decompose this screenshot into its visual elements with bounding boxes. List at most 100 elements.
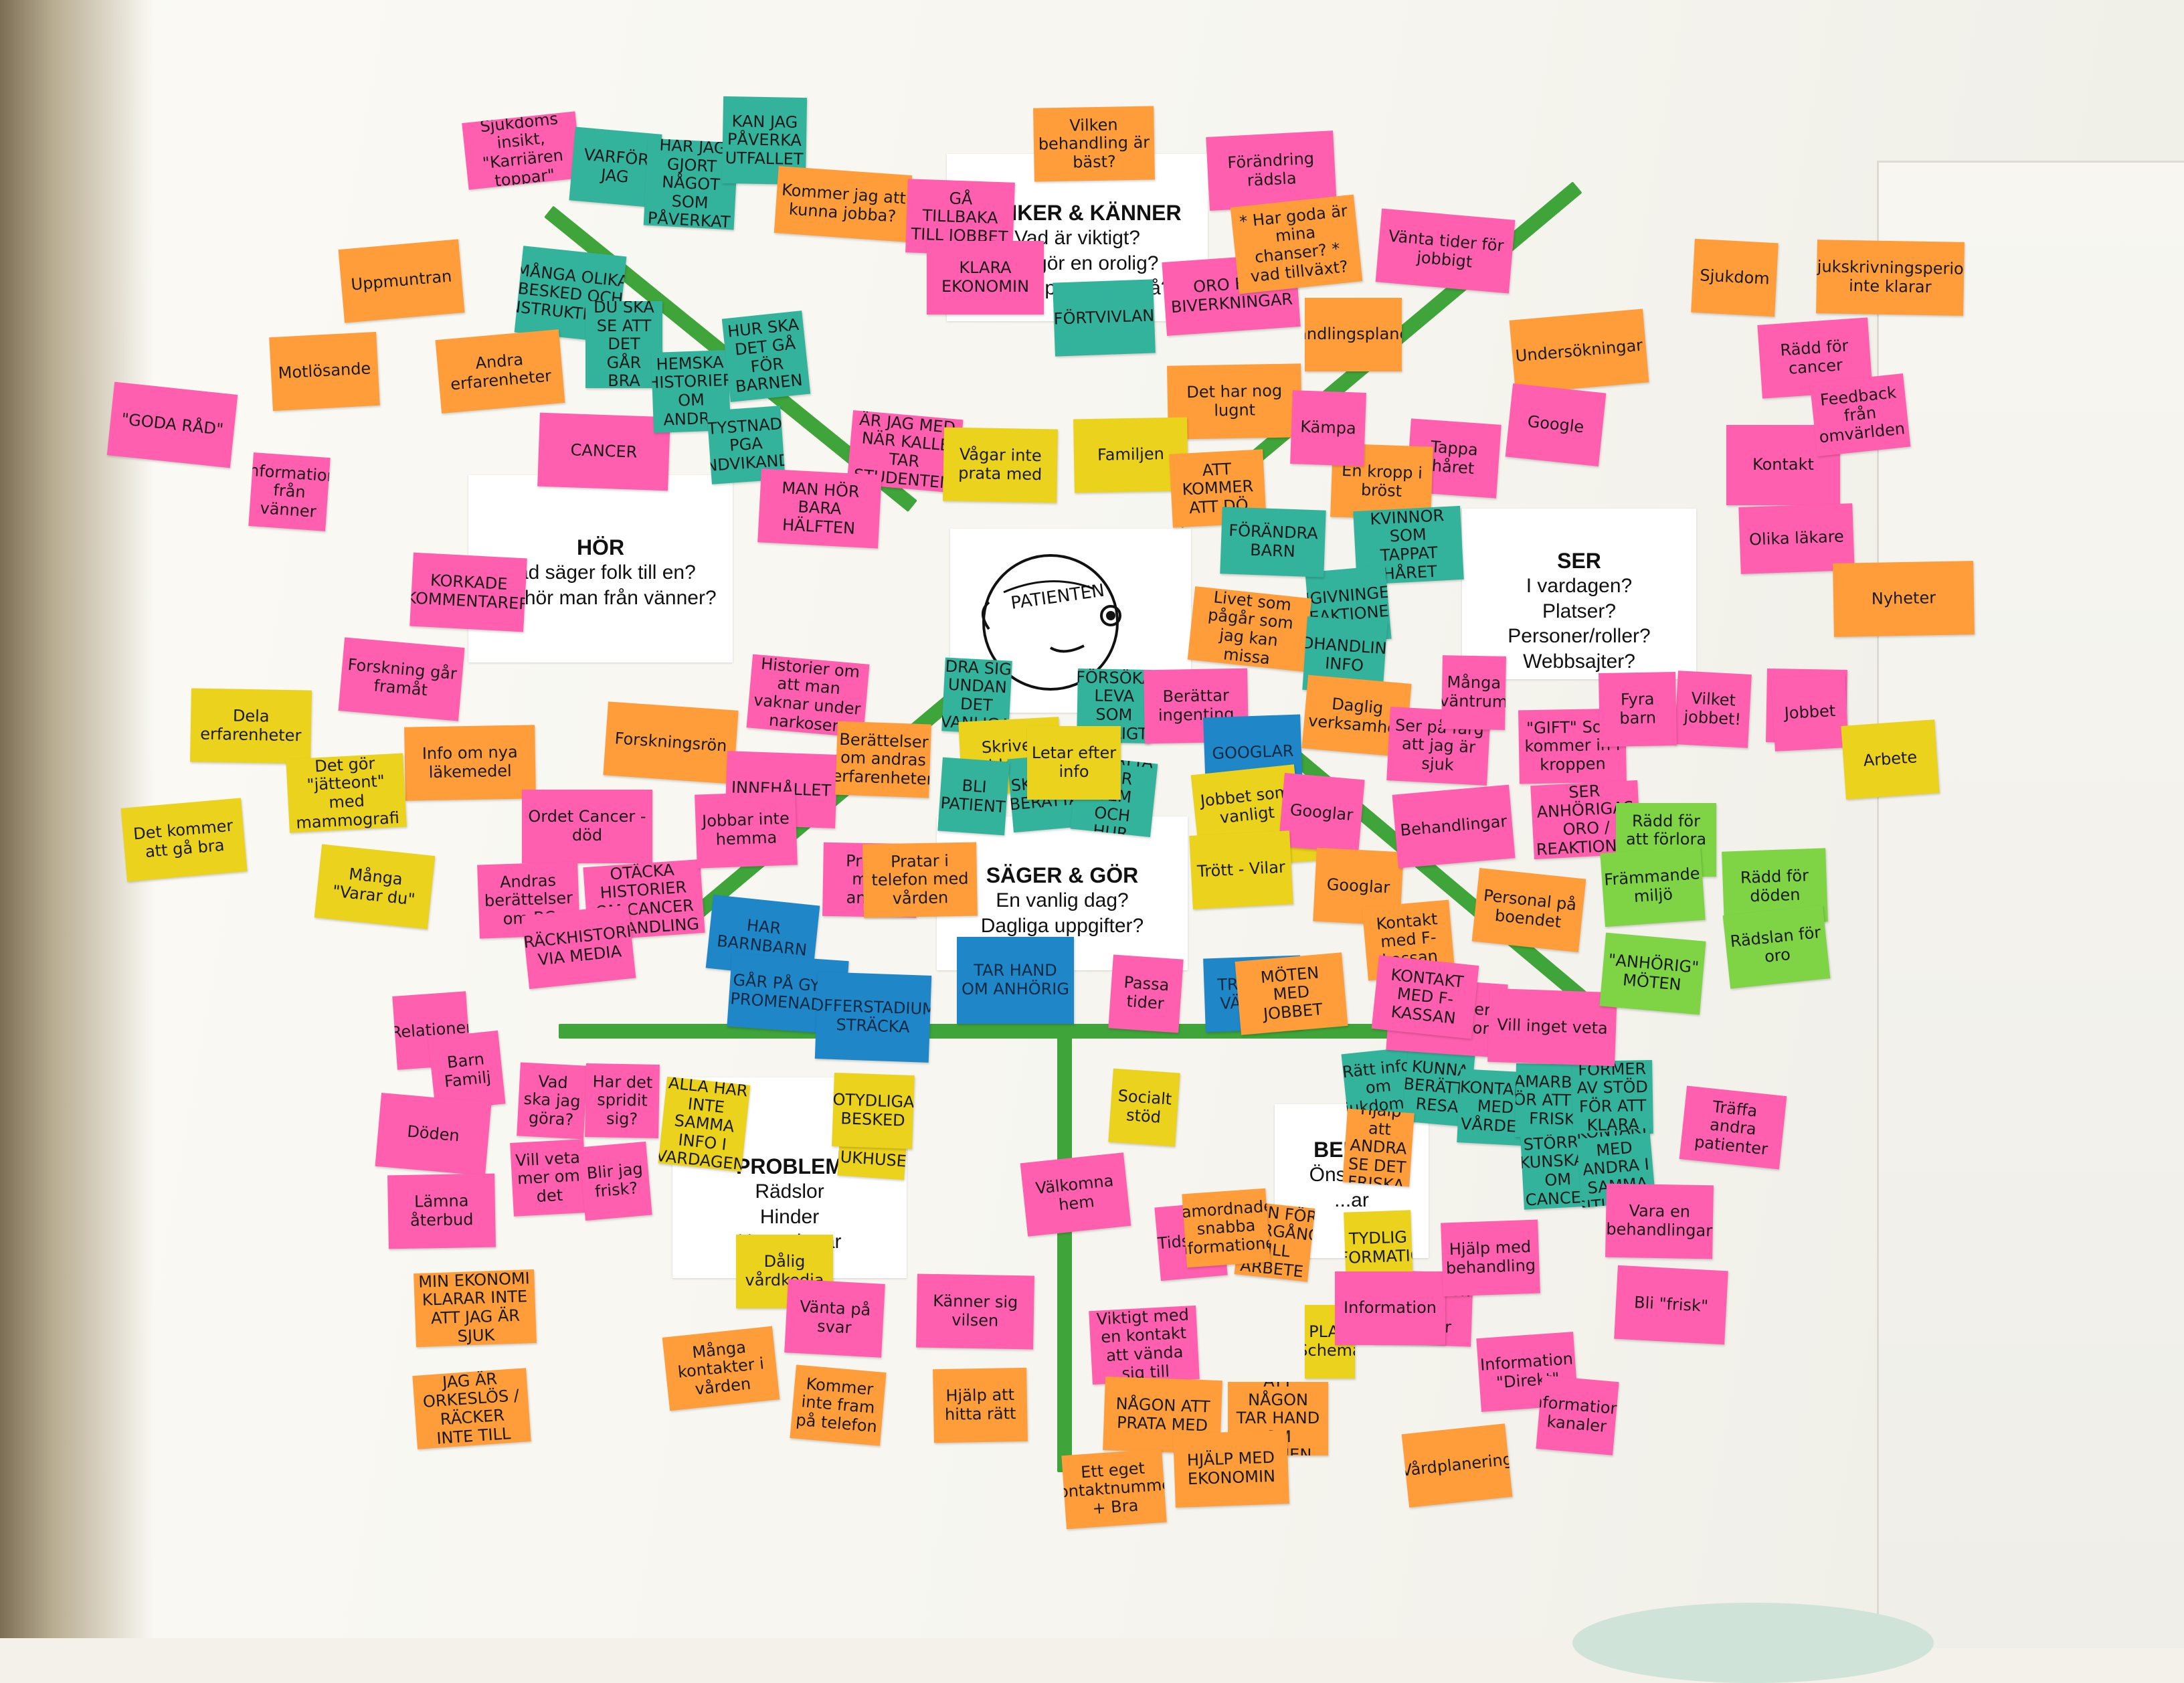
sticky-note: Socialt stöd bbox=[1108, 1068, 1180, 1147]
sticky-note: Personal på boendet bbox=[1471, 867, 1586, 953]
sticky-note: MIN EKONOMI KLARAR INTE ATT JAG ÄR SJUK bbox=[414, 1269, 537, 1348]
patient-face-drawing: PATIENTEN bbox=[982, 554, 1121, 691]
sticky-note: Kommer jag att kunna jobba? bbox=[774, 166, 913, 242]
sticky-note: Vilken behandling är bäst? bbox=[1033, 106, 1155, 182]
header-title: SER bbox=[1557, 549, 1601, 573]
sticky-note: Hjälp med behandling bbox=[1441, 1219, 1540, 1297]
sticky-note: Information bbox=[1335, 1271, 1445, 1345]
sticky-note: Google bbox=[1505, 383, 1607, 467]
sticky-note: KORKADE KOMMENTARER bbox=[410, 552, 527, 632]
sticky-note: Forskningsrön bbox=[603, 701, 739, 784]
sticky-note: "ANHÖRIG" MÖTEN bbox=[1599, 932, 1706, 1015]
sticky-note: KLARA EKONOMIN bbox=[927, 241, 1044, 315]
header-line: Platser? bbox=[1542, 600, 1617, 622]
sticky-note: Arbete bbox=[1841, 719, 1940, 800]
sticky-note: Vill inget veta bbox=[1487, 988, 1617, 1067]
sticky-note: Trött - Vilar bbox=[1189, 830, 1293, 909]
sticky-note: Kontakt bbox=[1726, 425, 1840, 505]
sticky-note: Letar efter info bbox=[1027, 726, 1121, 800]
header-line: Rädslor bbox=[755, 1180, 824, 1203]
sticky-note: Rädslan för oro bbox=[1722, 905, 1831, 989]
sticky-note: KONTAKT MED F-KASSAN bbox=[1371, 955, 1479, 1039]
sticky-note: Information från vänner bbox=[248, 452, 331, 531]
sticky-note: Jobbar inte hemma bbox=[695, 791, 798, 869]
sticky-note: Många "Varar du" bbox=[314, 844, 436, 929]
sticky-note: OTYDLIGA BESKED bbox=[832, 1072, 915, 1150]
header-title: SÄGER & GÖR bbox=[986, 863, 1139, 887]
sticky-note: Vågar inte prata med bbox=[943, 427, 1058, 503]
header-line: Hinder bbox=[759, 1205, 820, 1228]
sticky-note: Jobbet bbox=[1771, 674, 1849, 751]
sticky-note: Motlösande bbox=[269, 331, 380, 412]
sticky-note: Välkomna hem bbox=[1020, 1152, 1131, 1237]
sticky-note: Många kontakter i vården bbox=[662, 1326, 780, 1411]
sticky-note: HUR SKA DET GÅ FÖR BARNEN bbox=[721, 311, 811, 402]
sticky-note: Passa tider bbox=[1108, 954, 1184, 1033]
sticky-note: FÖRÄNDRA BARN bbox=[1220, 507, 1326, 578]
sticky-note: JAG ÄR ORKESLÖS / RÄCKER INTE TILL bbox=[412, 1368, 531, 1449]
sticky-note: Det kommer att gå bra bbox=[120, 798, 248, 882]
sticky-note: BLI "PATIENT" bbox=[937, 757, 1010, 836]
sticky-note: Googlar bbox=[1278, 772, 1365, 854]
sticky-note: Känner sig vilsen bbox=[916, 1273, 1034, 1350]
header-line: Webbsajter? bbox=[1523, 650, 1635, 673]
sticky-note: Hjälp att ANDRA SE DET FRISKA bbox=[1342, 1108, 1415, 1187]
sticky-note: MAN HÖR BARA HÄLFTEN bbox=[757, 468, 882, 549]
sticky-note: OFFERSTADIUM STRÄCKA bbox=[814, 972, 932, 1063]
header-line: ...ar bbox=[1334, 1188, 1369, 1211]
header-line: I vardagen? bbox=[1526, 575, 1633, 597]
sticky-note: OLIKA FORMER AV STÖD FÖR ATT KLARA AV bbox=[1572, 1059, 1653, 1136]
sticky-note: Främmande miljö bbox=[1600, 846, 1706, 927]
header-ser: SER I vardagen? Platser? Personer/roller… bbox=[1462, 509, 1696, 679]
header-title: HÖR bbox=[576, 535, 625, 559]
sticky-note: Viktigt med en kontakt att vända sig til… bbox=[1089, 1305, 1200, 1385]
green-object bbox=[1572, 1603, 1934, 1683]
sticky-note: Döden bbox=[375, 1093, 492, 1176]
sticky-note: Det gör "jätteont" med mammografi bbox=[286, 753, 407, 833]
sticky-note: Vänta tider för jobbigt bbox=[1375, 208, 1516, 294]
sticky-note: Hjälp att hitta rätt bbox=[933, 1367, 1028, 1443]
sticky-note: Sjukdom bbox=[1691, 238, 1779, 317]
sticky-note: Feedback från omvärlden bbox=[1809, 373, 1911, 457]
sticky-note: Vad ska jag göra? bbox=[517, 1062, 587, 1140]
sticky-note: Vårdplanering bbox=[1401, 1423, 1513, 1508]
sticky-note: Det har nog lugnt bbox=[1167, 363, 1302, 440]
sticky-note: SKRÄCKHISTORIER VIA MEDIA bbox=[521, 904, 636, 990]
sticky-note: Livet som pågår som jag kan missa bbox=[1187, 586, 1312, 672]
door-panel bbox=[1877, 161, 2184, 1648]
sticky-note: Uppmuntran bbox=[338, 239, 465, 323]
sticky-note: Kommer inte fram på telefon bbox=[790, 1364, 887, 1446]
sticky-note: Vara en behandlingar bbox=[1605, 1183, 1714, 1259]
sticky-note: Sjukdoms insikt, "Karriären toppar" bbox=[462, 111, 582, 190]
sticky-note: Vilket jobbet! bbox=[1674, 671, 1752, 748]
sticky-note: Berättelser om andras erfarenheter bbox=[835, 721, 931, 798]
sticky-note: Sjukskrivningsperiod inte klarar bbox=[1816, 240, 1965, 316]
sticky-note: Träffa andra patienter bbox=[1679, 1085, 1787, 1170]
header-line: Personer/roller? bbox=[1508, 625, 1651, 647]
sticky-note: DU SKA SE ATT DET GÅR BRA bbox=[585, 301, 662, 388]
sticky-note: Info om nya läkemedel bbox=[404, 725, 536, 801]
sticky-note: Pratar i telefon med vården bbox=[862, 842, 978, 918]
sticky-note: Behandlingsplanering bbox=[1305, 298, 1402, 371]
sticky-note: FÖRTVIVLAN bbox=[1053, 279, 1156, 357]
header-line: Vad säger folk till en? bbox=[505, 561, 696, 584]
sticky-note: Bli "frisk" bbox=[1614, 1265, 1728, 1345]
sticky-note: MÖTEN MED JOBBET bbox=[1235, 952, 1348, 1035]
sticky-note: Fyra barn bbox=[1599, 672, 1677, 747]
header-line: En vanlig dag? bbox=[996, 889, 1129, 911]
sticky-note: CANCER bbox=[537, 412, 670, 491]
sticky-note: "GODA RÅD" bbox=[106, 381, 238, 468]
sticky-note: Andra erfarenheter bbox=[435, 329, 565, 414]
sticky-note: Kämpa bbox=[1290, 390, 1366, 466]
header-title: PROBLEM bbox=[736, 1154, 843, 1178]
sticky-note: HJÄLP MED EKONOMIN bbox=[1173, 1430, 1289, 1508]
sticky-note: Ett eget kontaktnummer + Bra bbox=[1061, 1448, 1167, 1530]
sticky-note: Många väntrum bbox=[1441, 655, 1506, 730]
sticky-note: Nyheter bbox=[1833, 561, 1975, 637]
sticky-note: TAR HAND OM ANHÖRIG bbox=[957, 937, 1074, 1024]
sticky-note: Informations kanaler bbox=[1536, 1375, 1619, 1455]
sticky-note: Vill veta mer om det bbox=[510, 1139, 587, 1217]
sticky-note: Samordnade, snabba informationer bbox=[1182, 1188, 1271, 1268]
sticky-note: Behandlingar bbox=[1392, 784, 1516, 869]
sticky-note: Vänta på svar bbox=[784, 1279, 885, 1358]
